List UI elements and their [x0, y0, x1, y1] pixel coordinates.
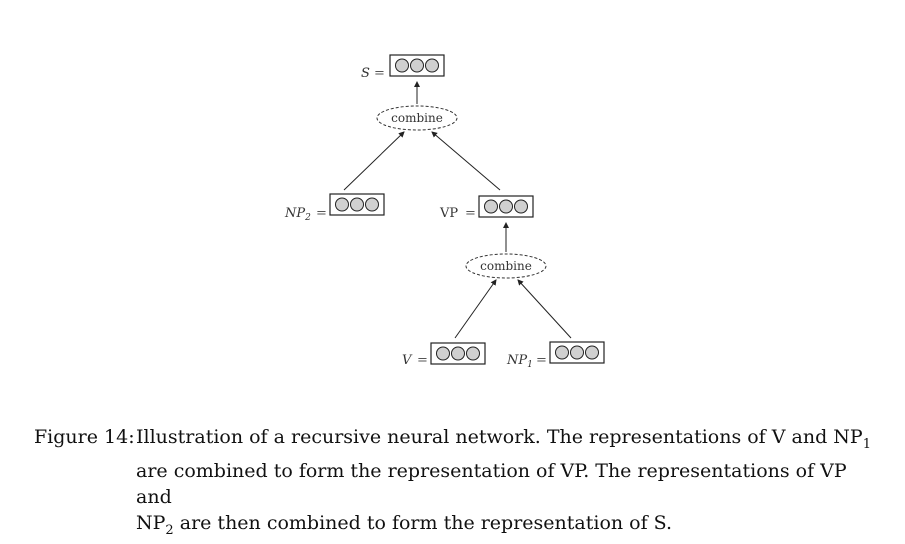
combine-bottom-label: combine [480, 259, 532, 273]
node-np1-vector [549, 341, 605, 364]
combine-top: combine [376, 105, 458, 131]
node-np1-label: NP1 [506, 353, 533, 370]
arrow-np1-to-combine [517, 279, 572, 339]
recursive-network-diagram: S = combine NP2 = VP = [284, 54, 605, 370]
node-vp-label: VP [439, 206, 458, 221]
node-s-vector [389, 54, 445, 77]
combine-bottom: combine [465, 253, 547, 279]
node-v-label: V [402, 353, 413, 368]
node-v-equals: = [417, 353, 428, 368]
node-np2-label: NP2 [284, 206, 311, 223]
node-s-label: S [361, 66, 370, 81]
arrow-v-to-combine [454, 279, 497, 339]
caption-line-1: Illustration of a recursive neural netwo… [136, 426, 871, 452]
node-np2: NP2 = [284, 193, 385, 223]
arrow-vp-to-combine [431, 131, 501, 191]
node-v-vector [430, 342, 486, 365]
node-vp-equals: = [465, 206, 476, 221]
caption-line-3: NP2 are then combined to form the repres… [136, 511, 673, 538]
node-np2-equals: = [316, 206, 327, 221]
node-vp-vector [478, 195, 534, 218]
node-np1-equals: = [536, 353, 547, 368]
node-np2-vector [329, 193, 385, 216]
figure-label: Figure 14: [34, 426, 135, 448]
arrow-np2-to-combine [343, 131, 405, 191]
caption-line-2: are combined to form the representation … [136, 459, 847, 508]
node-v: V = [402, 342, 486, 368]
node-s-equals: = [374, 66, 385, 81]
combine-top-label: combine [391, 111, 443, 125]
node-np1: NP1 = [506, 341, 605, 370]
node-vp: VP = [439, 195, 534, 221]
node-s: S = [361, 54, 445, 81]
caption-body: Illustration of a recursive neural netwo… [136, 424, 876, 544]
